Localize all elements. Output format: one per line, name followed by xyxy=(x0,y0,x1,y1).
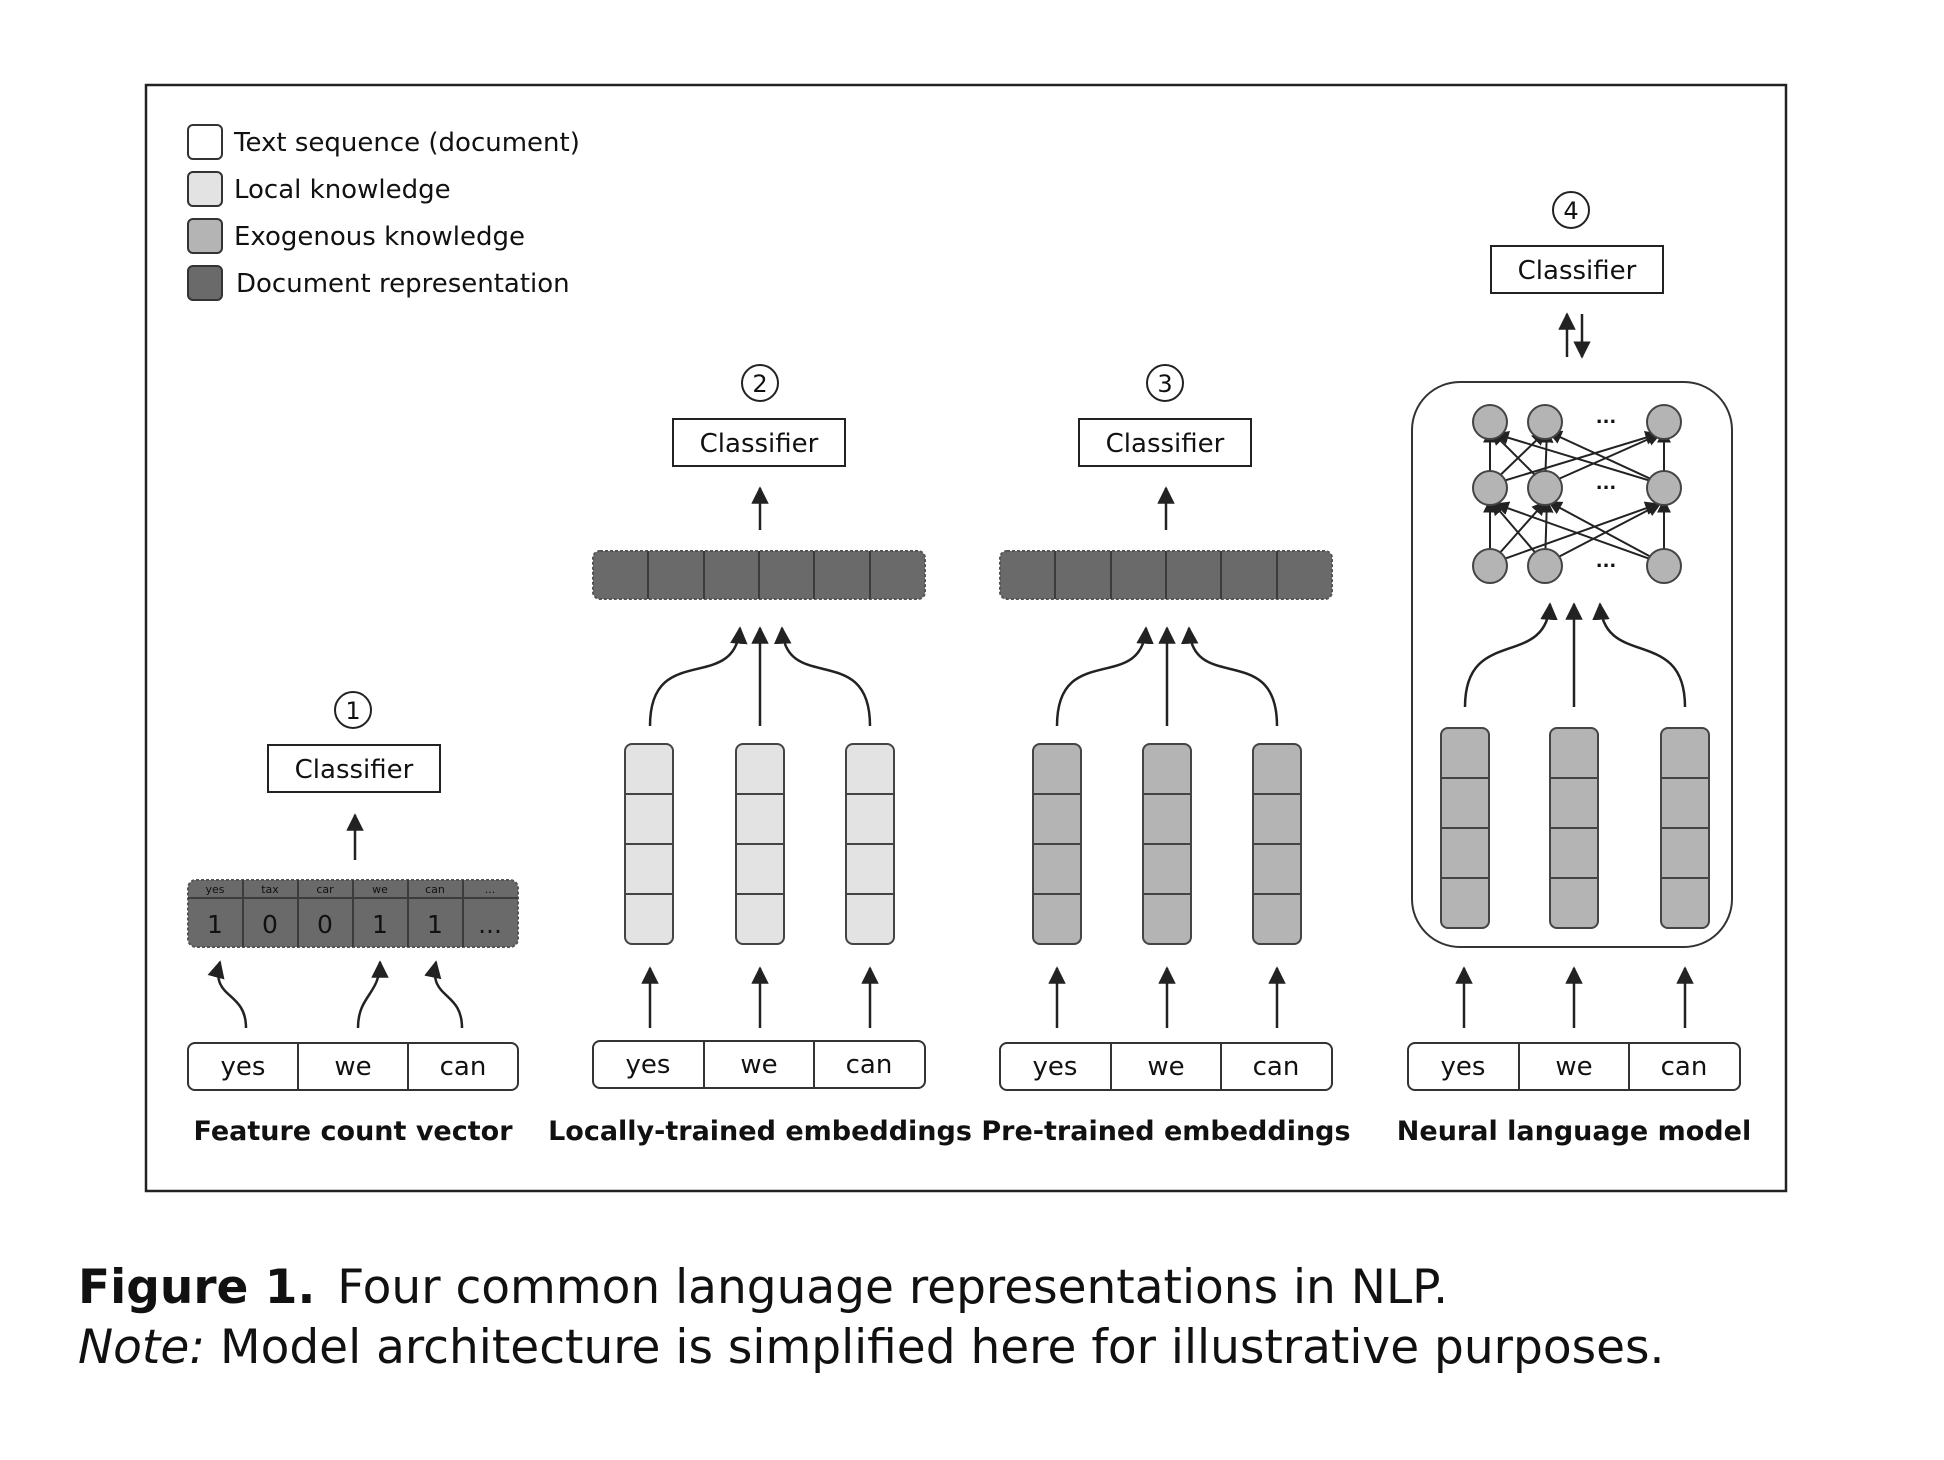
legend-swatch-document xyxy=(187,265,223,301)
panel-title-3: Pre-trained embeddings xyxy=(981,1116,1350,1147)
neural-model-container xyxy=(1411,381,1733,948)
token-sequence-3 xyxy=(999,1042,1333,1091)
vector-value: 0 xyxy=(262,910,278,939)
arrow-emb-yes-to-network xyxy=(1463,602,1558,708)
legend-label-document: Document representation xyxy=(236,269,570,299)
step-number-1: 1 xyxy=(345,697,360,725)
panel-title-2: Locally-trained embeddings xyxy=(548,1116,972,1147)
vector-value: ... xyxy=(478,910,502,939)
vector-value: 1 xyxy=(372,910,388,939)
panel-pre-trained: 3 Classifier xyxy=(981,364,1351,1147)
panel-feature-count: 1 Classifier yes tax car we can ... 1 0 … xyxy=(187,691,519,1147)
token-sequence-2 xyxy=(592,1040,926,1089)
legend-label-exogenous: Exogenous knowledge xyxy=(234,222,525,252)
figure-diagram: Text sequence (document) Local knowledge… xyxy=(144,83,1788,1193)
note-text: Model architecture is simplified here fo… xyxy=(205,1320,1665,1375)
neuron-ellipsis: ... xyxy=(1596,551,1617,572)
token-sequence-4 xyxy=(1407,1042,1741,1091)
neuron xyxy=(1646,470,1682,506)
token-can: can xyxy=(440,1052,487,1082)
neuron xyxy=(1646,548,1682,584)
legend-swatch-local xyxy=(187,171,223,207)
neuron xyxy=(1472,470,1508,506)
step-number-2-circle xyxy=(741,364,779,402)
legend-label-text-sequence: Text sequence (document) xyxy=(233,128,580,158)
note-label: Note: xyxy=(78,1320,206,1375)
neuron xyxy=(1527,404,1563,440)
neuron-ellipsis: ... xyxy=(1596,407,1617,428)
token-we: we xyxy=(1555,1052,1592,1082)
arrow-can-to-vector xyxy=(424,960,464,1029)
classifier-label-1: Classifier xyxy=(295,755,414,785)
vector-value: 0 xyxy=(317,910,333,939)
token-yes: yes xyxy=(221,1052,266,1082)
step-number-3-circle xyxy=(1146,364,1184,402)
classifier-box-2 xyxy=(672,418,846,467)
vector-header: car xyxy=(316,883,334,896)
vector-header: tax xyxy=(261,883,279,896)
vector-value: 1 xyxy=(207,910,223,939)
neuron xyxy=(1472,404,1508,440)
step-number-4-circle xyxy=(1552,191,1590,229)
token-yes: yes xyxy=(1033,1052,1078,1082)
classifier-label-2: Classifier xyxy=(700,429,819,459)
token-sequence-1 xyxy=(187,1042,519,1091)
arrow-emb-can-to-network xyxy=(1592,602,1687,708)
panel-title-1: Feature count vector xyxy=(193,1116,513,1147)
token-we: we xyxy=(1147,1052,1184,1082)
panel-neural-lm: 4 Classifier xyxy=(1397,191,1751,1147)
token-can: can xyxy=(846,1050,893,1080)
token-yes: yes xyxy=(626,1050,671,1080)
count-vector-headers: yes tax car we can ... xyxy=(205,883,495,896)
count-vector-values: 1 0 0 1 1 ... xyxy=(207,910,502,939)
step-number-1-circle xyxy=(334,691,372,729)
classifier-label-3: Classifier xyxy=(1106,429,1225,459)
neuron xyxy=(1527,548,1563,584)
token-can: can xyxy=(1253,1052,1300,1082)
token-can: can xyxy=(1661,1052,1708,1082)
classifier-box-4 xyxy=(1490,245,1664,294)
token-we: we xyxy=(740,1050,777,1080)
caption-label: Figure 1. xyxy=(78,1260,316,1315)
neuron xyxy=(1527,470,1563,506)
caption-text: Four common language representations in … xyxy=(337,1260,1449,1315)
legend: Text sequence (document) Local knowledge… xyxy=(187,124,580,301)
neuron xyxy=(1472,548,1508,584)
panel-locally-trained: 2 Classifier xyxy=(548,364,972,1147)
arrow-emb-can-to-doc-3 xyxy=(1180,626,1279,727)
vector-header: yes xyxy=(205,883,224,896)
figure-note: Note: Model architecture is simplified h… xyxy=(78,1318,1664,1378)
vector-value: 1 xyxy=(427,910,443,939)
neuron-ellipsis: ... xyxy=(1596,473,1617,494)
network-neurons xyxy=(1472,404,1682,584)
classifier-label-4: Classifier xyxy=(1518,256,1637,286)
arrow-emb-yes-to-doc-2 xyxy=(648,626,748,727)
neuron xyxy=(1646,404,1682,440)
vector-header: we xyxy=(372,883,388,896)
step-number-2: 2 xyxy=(752,370,767,398)
legend-swatch-text-sequence xyxy=(187,124,223,160)
step-number-3: 3 xyxy=(1157,370,1172,398)
token-yes: yes xyxy=(1441,1052,1486,1082)
arrow-emb-yes-to-doc-3 xyxy=(1055,626,1154,727)
token-we: we xyxy=(334,1052,371,1082)
step-number-4: 4 xyxy=(1563,197,1578,225)
figure-caption: Figure 1. Four common language representa… xyxy=(78,1258,1448,1318)
classifier-box-1 xyxy=(267,744,441,793)
vector-header: can xyxy=(425,883,445,896)
arrow-yes-to-vector xyxy=(207,960,248,1029)
vector-header: ... xyxy=(485,883,496,896)
legend-swatch-exogenous xyxy=(187,218,223,254)
panel-title-4: Neural language model xyxy=(1397,1116,1751,1147)
legend-label-local: Local knowledge xyxy=(234,175,451,205)
arrow-we-to-vector xyxy=(356,960,389,1029)
arrow-emb-can-to-doc-2 xyxy=(773,626,872,727)
count-vector-dividers xyxy=(188,880,518,947)
classifier-box-3 xyxy=(1078,418,1252,467)
